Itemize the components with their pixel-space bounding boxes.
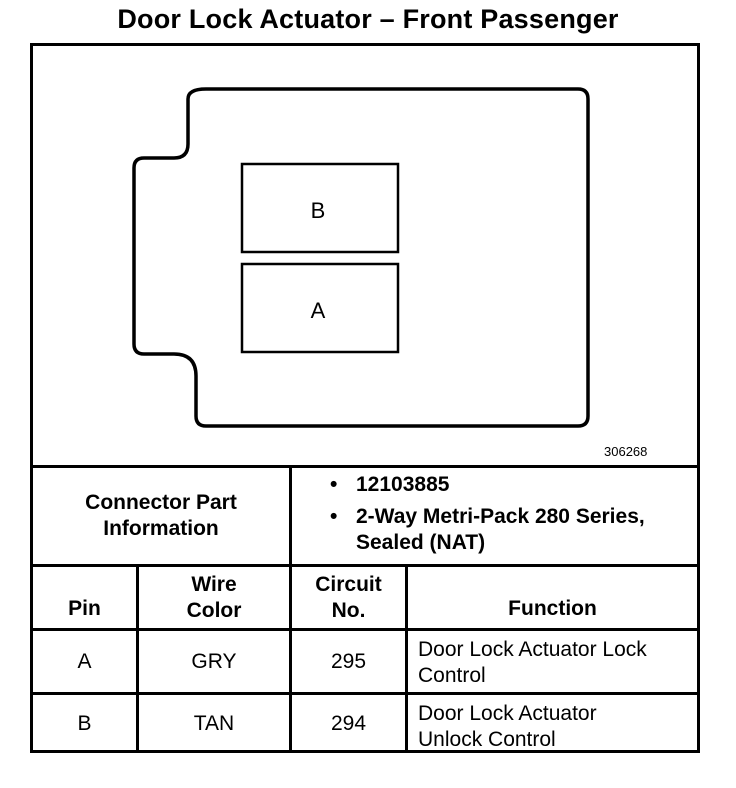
bullet-icon: • [330, 505, 338, 528]
table-row-b-pin: B [77, 712, 92, 735]
connector-part-info-label: Connector Part Information [85, 491, 237, 540]
divider-row [30, 692, 700, 695]
bullet-icon: • [330, 473, 338, 496]
divider-header-top [30, 564, 700, 567]
connector-part-info-list: • 12103885 • 2-Way Metri-Pack 280 Series… [292, 472, 697, 562]
diagram-frame: B A [30, 43, 700, 753]
divider-vertical-2 [289, 465, 292, 753]
pin-label-a: A [311, 298, 326, 323]
divider-vertical-1 [136, 564, 139, 753]
figure-number: 306268 [604, 444, 648, 459]
header-circuit-no: Circuit No. [315, 572, 382, 622]
table-row-a-wire-color: GRY [191, 649, 237, 673]
divider-header-bottom [30, 628, 700, 631]
page-title: Door Lock Actuator – Front Passenger [117, 4, 619, 34]
table-row-b-circuit: 294 [330, 712, 367, 735]
header-wire-color: Wire Color [186, 572, 242, 622]
table-row-a-pin: A [77, 649, 92, 673]
table-row-b-function: Door Lock Actuator Unlock Control [418, 702, 597, 751]
connector-description: 2-Way Metri-Pack 280 Series, Sealed (NAT… [356, 505, 645, 554]
header-function: Function [508, 597, 597, 620]
list-item: • 12103885 [292, 472, 697, 498]
divider-top [30, 465, 700, 468]
list-item: • 2-Way Metri-Pack 280 Series, Sealed (N… [292, 504, 697, 556]
divider-vertical-3 [405, 564, 408, 753]
table-row-a-function: Door Lock Actuator Lock Control [418, 638, 647, 687]
part-number: 12103885 [356, 473, 450, 496]
connector-housing-outline [132, 87, 590, 428]
table-row-b-wire-color: TAN [193, 712, 235, 735]
header-pin: Pin [68, 597, 101, 620]
connector-face-diagram: B A [132, 87, 590, 428]
pin-cavity-a [240, 262, 400, 354]
table-row-a-circuit: 295 [330, 649, 367, 673]
pin-cavity-b [240, 162, 400, 254]
pin-label-b: B [311, 198, 326, 223]
